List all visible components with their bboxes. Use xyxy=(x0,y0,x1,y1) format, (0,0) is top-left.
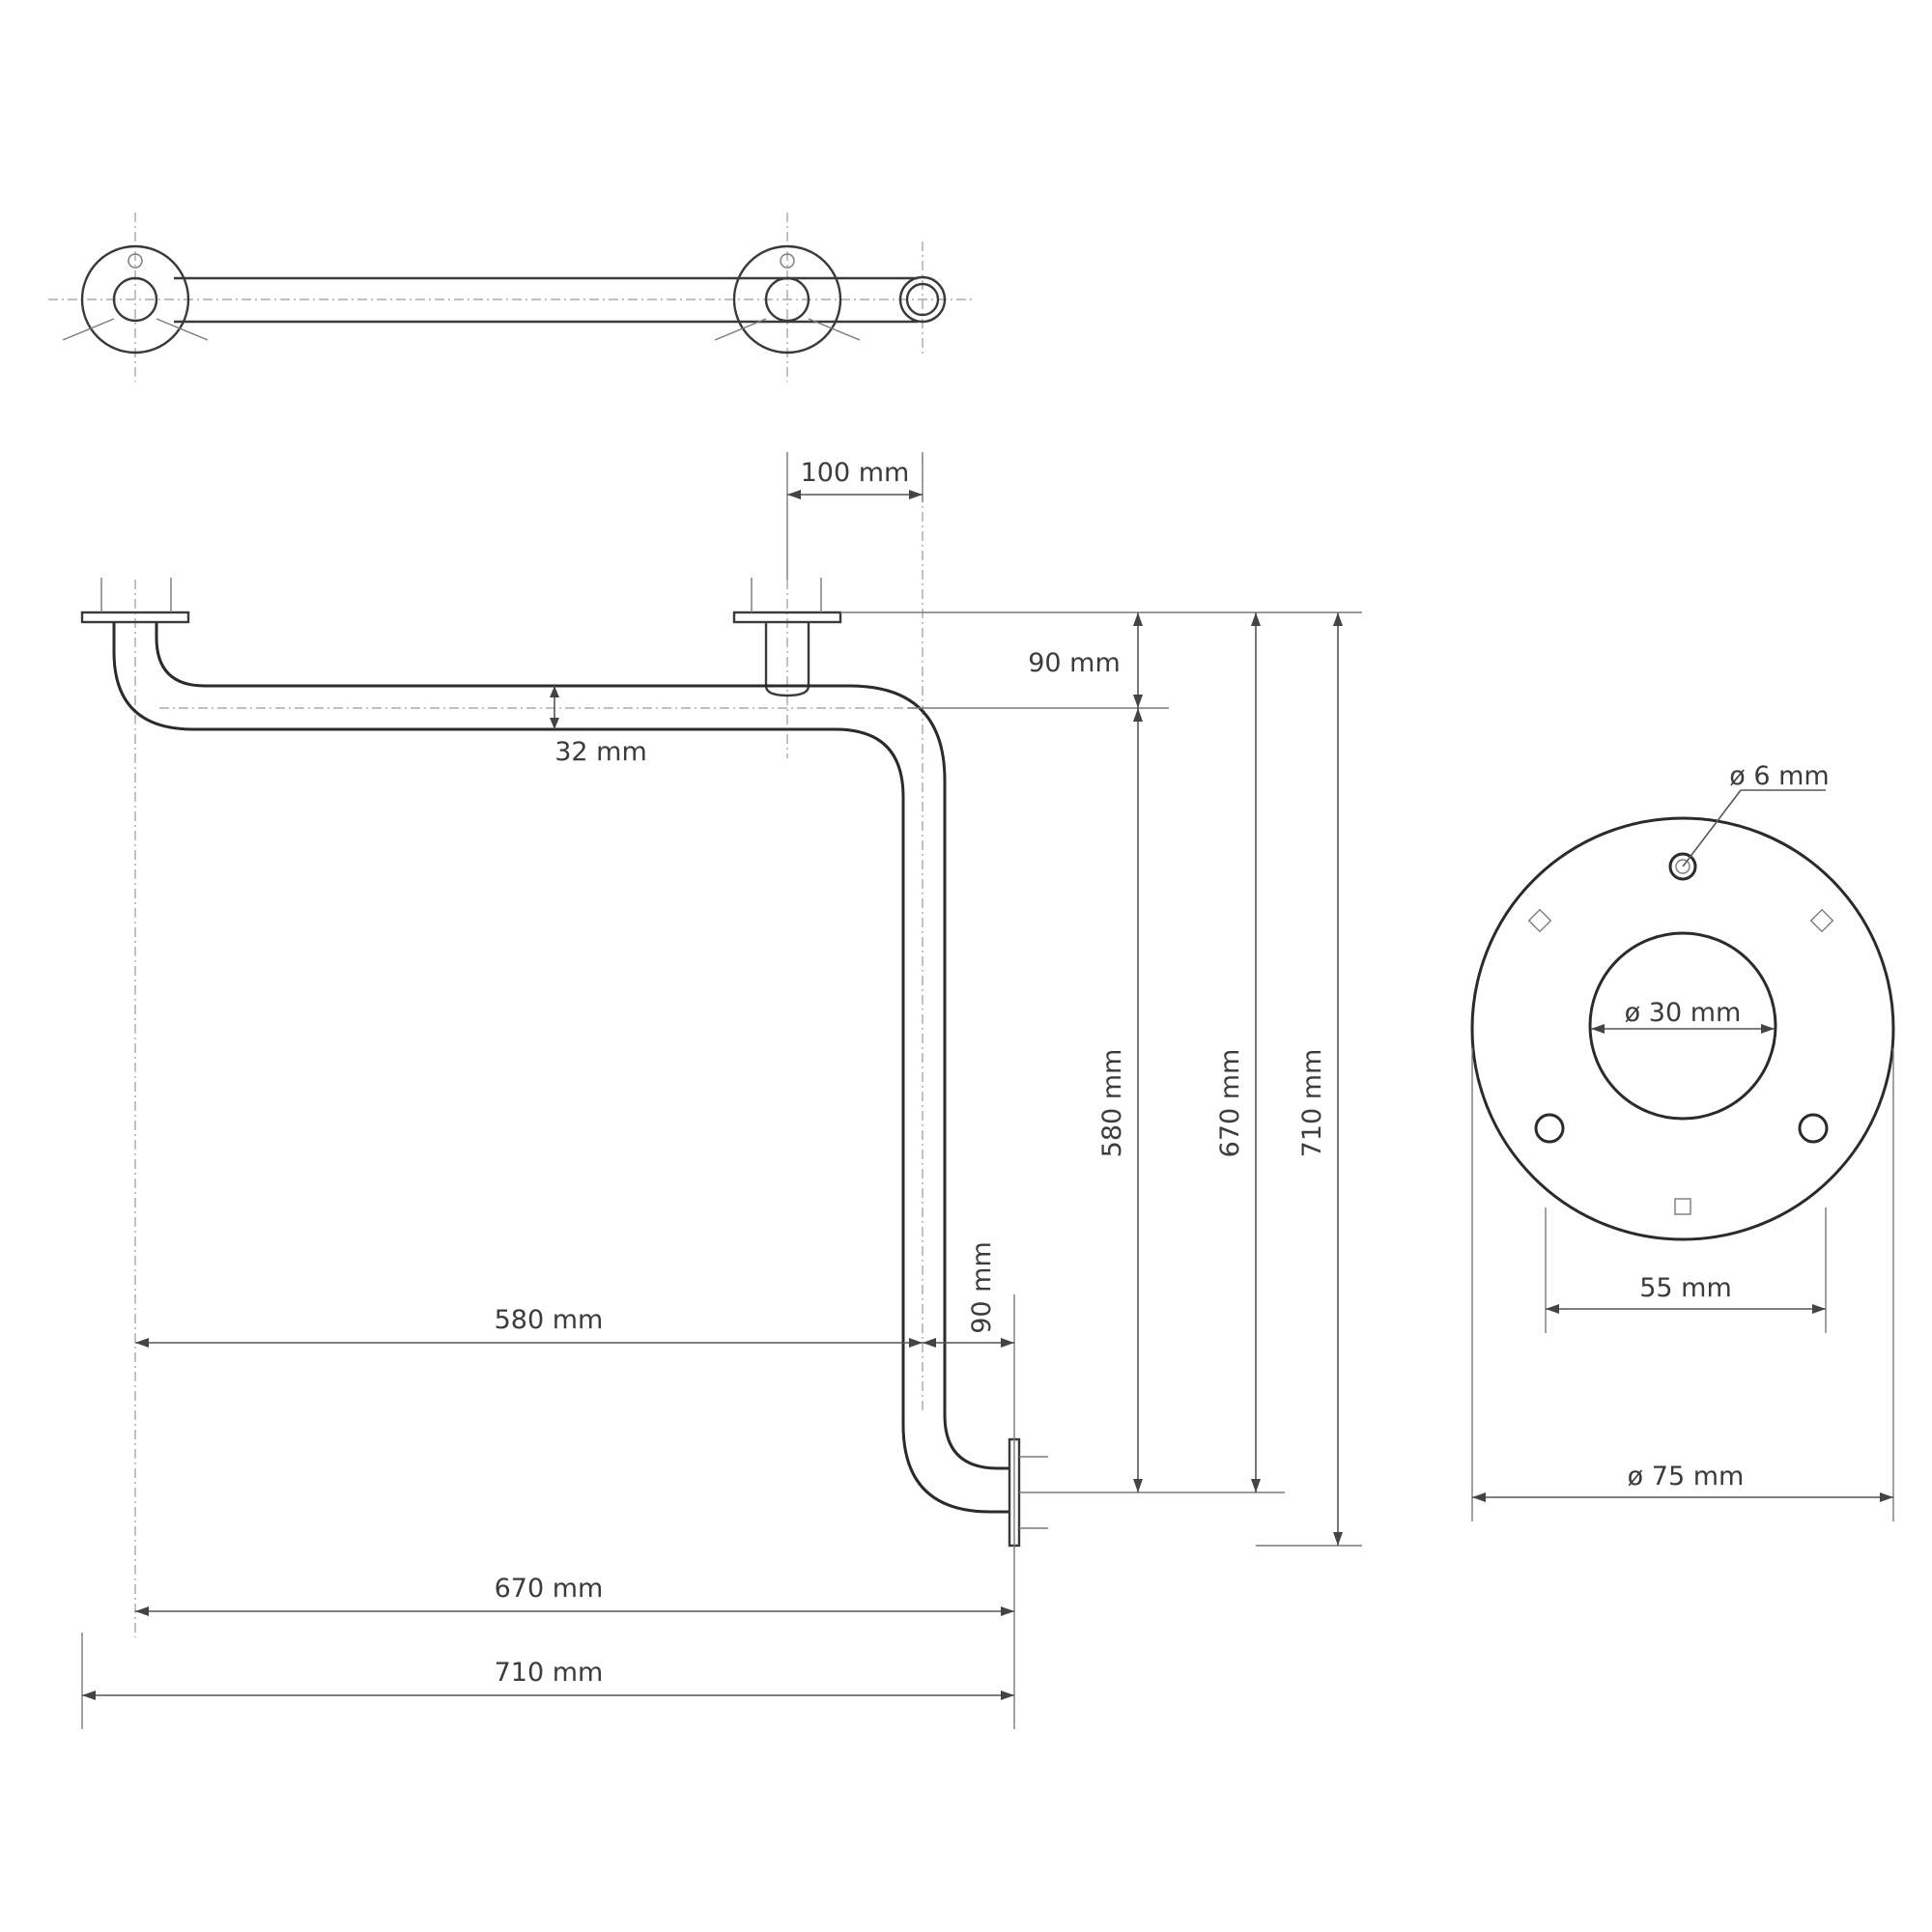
flange-hole-right xyxy=(1798,1113,1829,1144)
flange-hole-left xyxy=(1534,1113,1565,1144)
front-flange-left xyxy=(80,611,190,624)
flange-marker-bottom xyxy=(1674,1198,1691,1215)
dim-outer-diameter: ø 75 mm xyxy=(1628,1462,1745,1492)
dim-width-inner: 580 mm xyxy=(495,1305,604,1335)
front-flange-middle xyxy=(732,611,842,624)
front-view xyxy=(80,454,1048,1637)
support-post xyxy=(764,622,810,697)
grab-bar-inner-edge xyxy=(155,622,1009,1470)
dim-width-mid: 670 mm xyxy=(495,1574,604,1604)
flange-detail-view xyxy=(1470,789,1895,1521)
flange-marker-right xyxy=(1809,908,1834,933)
dim-tube-diameter: 32 mm xyxy=(554,737,647,767)
top-flange-left xyxy=(80,244,190,355)
dim-hole-spacing: 55 mm xyxy=(1639,1273,1732,1303)
dim-height-outer: 710 mm xyxy=(1297,1049,1327,1158)
flange-outer-circle xyxy=(1470,816,1895,1241)
top-flange-middle xyxy=(732,244,842,355)
flange-center-hole xyxy=(1588,931,1777,1121)
dim-height-mid: 670 mm xyxy=(1215,1049,1245,1158)
dim-top-offset: 100 mm xyxy=(801,458,910,488)
dimension-lines xyxy=(81,452,1362,1729)
top-view xyxy=(48,213,976,382)
flange-hole-top xyxy=(1668,852,1697,881)
dim-width-outer: 710 mm xyxy=(495,1658,604,1688)
dim-upper-drop: 90 mm xyxy=(1028,648,1121,678)
flange-marker-left xyxy=(1527,908,1552,933)
grab-bar-outer-edge xyxy=(112,622,1009,1514)
dim-center-diameter: ø 30 mm xyxy=(1625,998,1742,1028)
dim-lower-offset: 90 mm xyxy=(967,1241,997,1334)
dim-hole-diameter: ø 6 mm xyxy=(1729,761,1829,791)
dim-height-inner: 580 mm xyxy=(1097,1049,1127,1158)
top-tube-end xyxy=(898,275,947,324)
